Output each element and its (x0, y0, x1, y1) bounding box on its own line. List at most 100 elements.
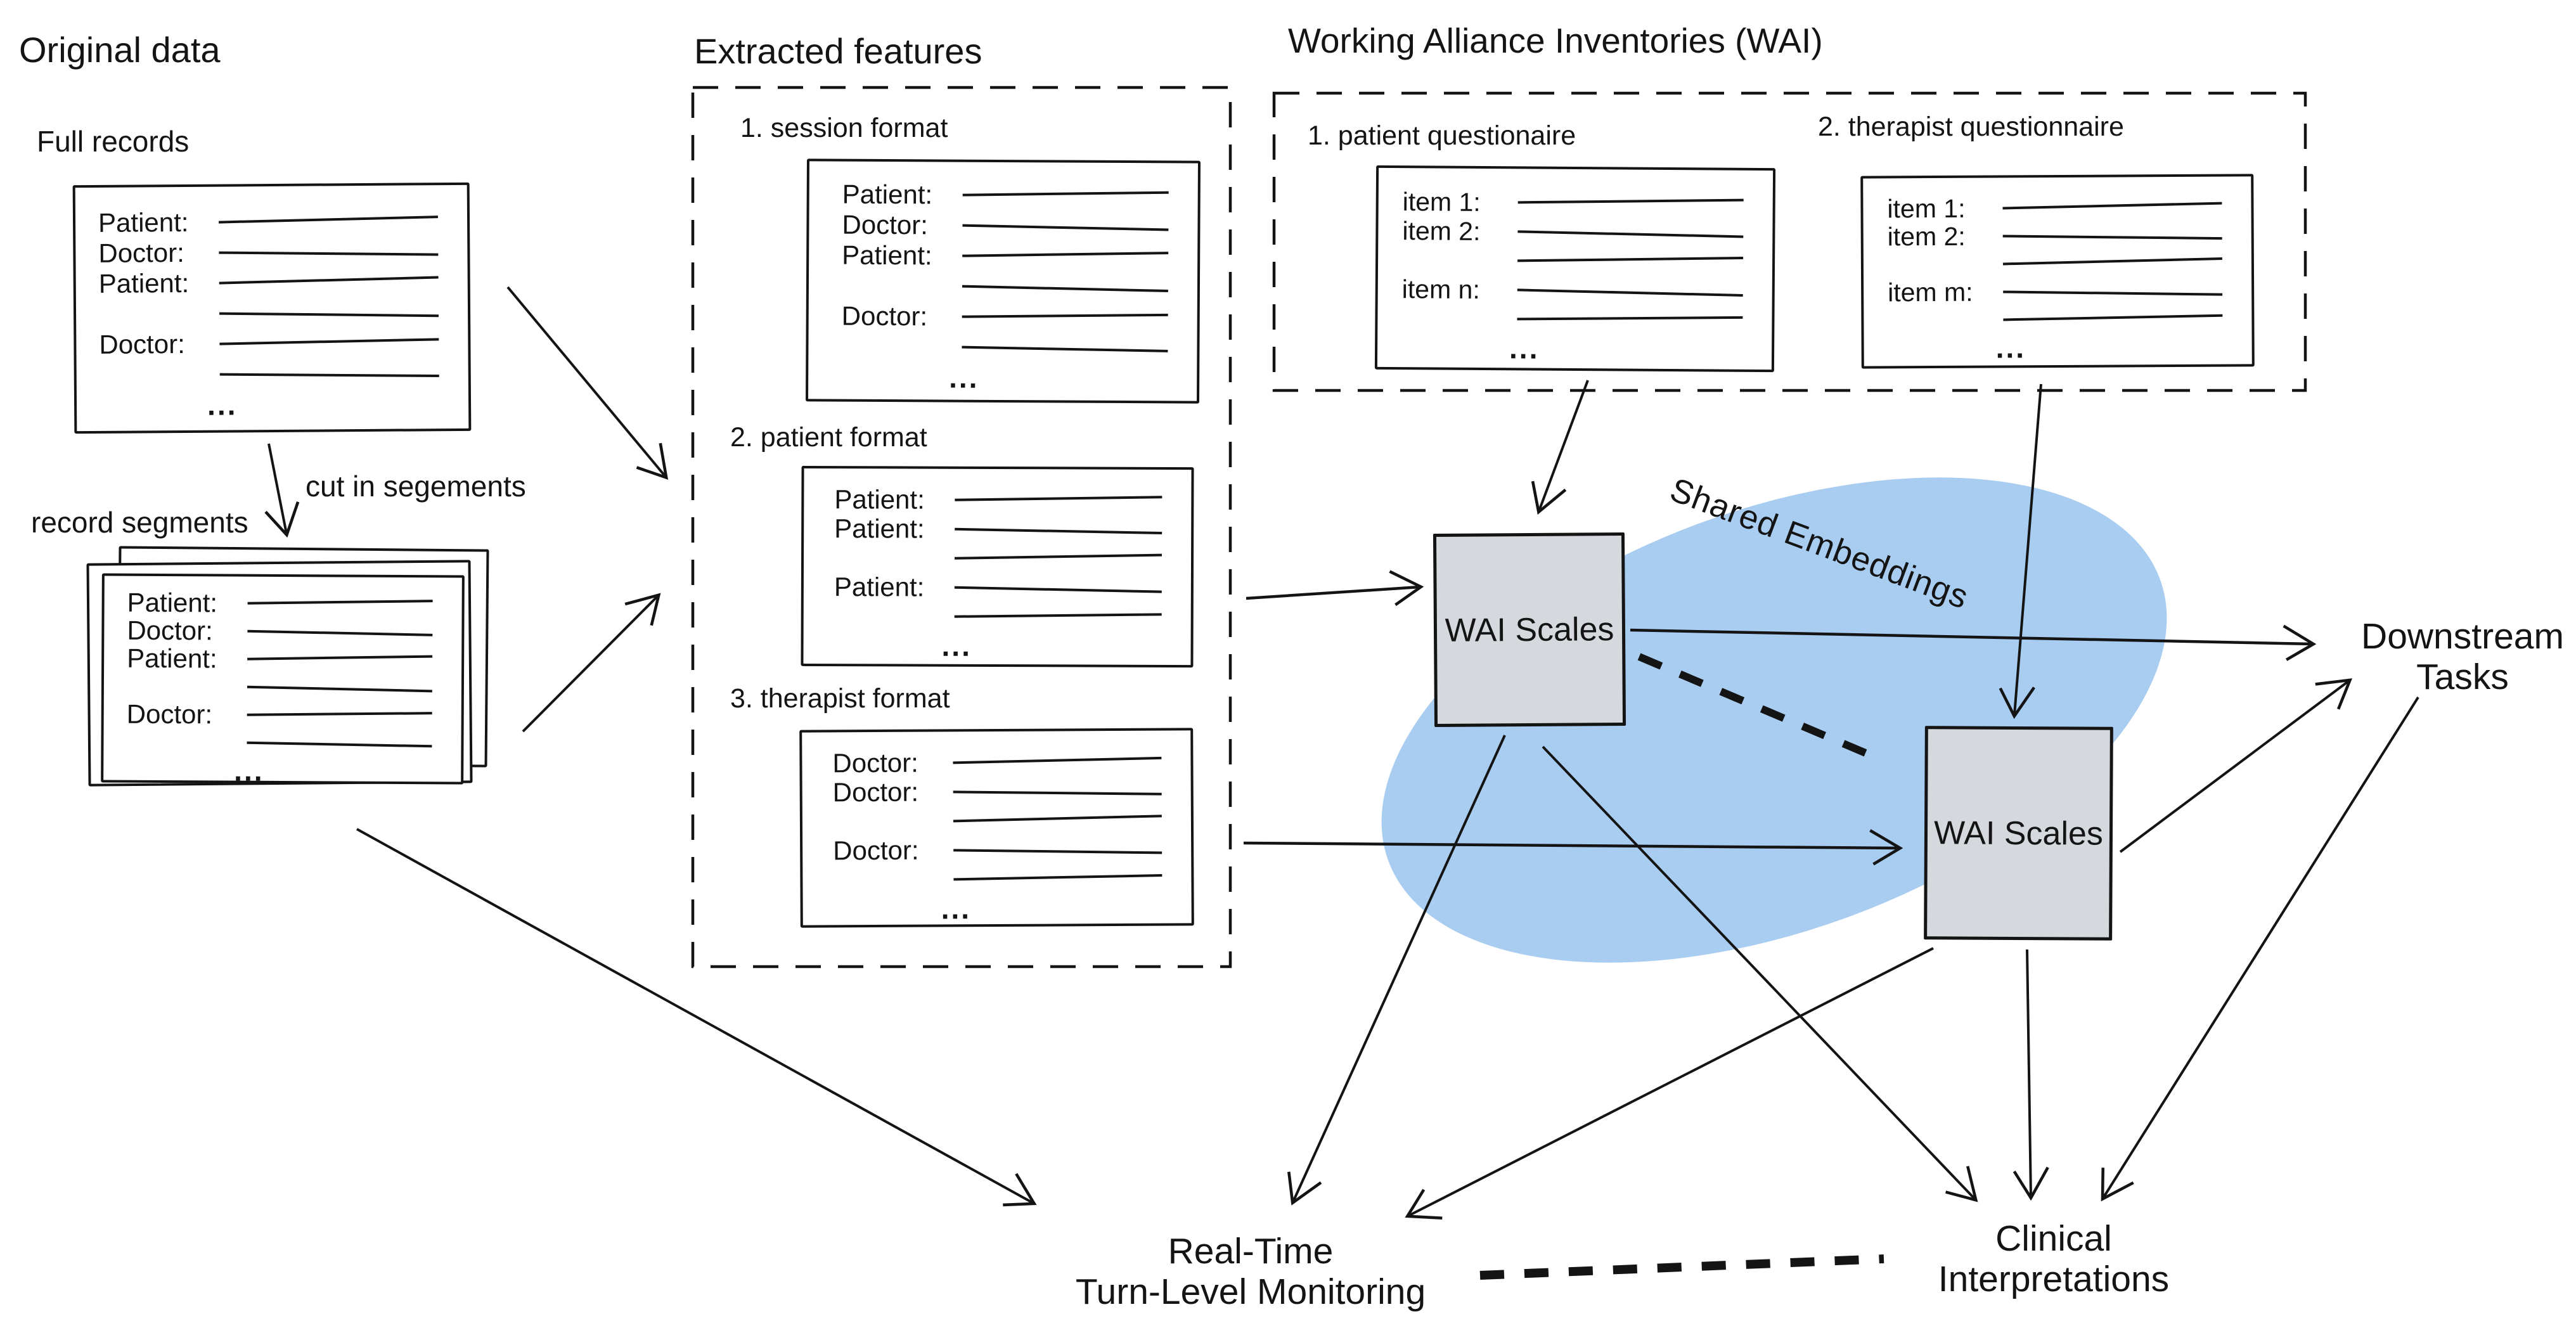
card-row-line (962, 252, 1169, 257)
arrow-patient-format-to-patient-scales (1246, 570, 1424, 607)
card-row-label: item m: (1888, 277, 1973, 307)
card-row: Patient: (842, 179, 1198, 212)
card-row-label: Patient: (842, 240, 932, 271)
therapist-format-card: Doctor:Doctor:Doctor:... (799, 728, 1194, 928)
card-row: Patient: (834, 572, 1191, 603)
arrow-full-records-to-features (506, 286, 669, 480)
card-row (1888, 248, 2251, 278)
realtime-monitoring-label: Real-Time Turn-Level Monitoring (1075, 1231, 1426, 1312)
card-row-line (1517, 316, 1743, 321)
card-row-label: ... (1509, 332, 1540, 365)
card-row-line (1517, 198, 1744, 204)
cut-in-segments-label: cut in segements (306, 470, 526, 503)
card-row-line (2002, 235, 2222, 240)
card-row: item 1: (1403, 187, 1773, 219)
card-row-line (955, 527, 1162, 535)
card-row-label (1888, 264, 1989, 265)
card-row-label: item 1: (1887, 193, 1966, 223)
card-row-label: ... (941, 892, 972, 925)
card-row-line (962, 224, 1169, 231)
card-row (842, 271, 1197, 303)
card-row-label: Patient: (127, 643, 217, 674)
card-row: ... (100, 388, 468, 421)
card-row: item 2: (1887, 221, 2251, 251)
card-row-label: item 1: (1402, 186, 1481, 217)
label-patient-questionnaire: 1. patient questionaire (1308, 120, 1576, 151)
full-records-label: Full records (37, 125, 190, 158)
card-row: Doctor: (127, 615, 461, 647)
card-row-label: Patient: (98, 267, 190, 299)
card-row-label: Patient: (127, 587, 218, 618)
card-row-line (962, 313, 1168, 318)
card-row: Patient: (842, 240, 1197, 273)
card-row: Doctor: (842, 301, 1197, 333)
card-row (834, 543, 1191, 574)
arrow-full-records-to-segments (264, 443, 300, 538)
card-row-line (953, 849, 1162, 854)
extracted-features-title: Extracted features (694, 31, 982, 71)
card-row-label (842, 286, 948, 287)
card-row (1888, 304, 2251, 334)
card-row-line (2003, 290, 2223, 296)
card-row-line (953, 756, 1162, 764)
card-row-line (219, 276, 439, 285)
session-format-card: Patient:Doctor:Patient:Doctor:... (806, 158, 1201, 404)
card-row-line (247, 685, 432, 693)
label-therapist-questionnaire: 2. therapist questionnaire (1818, 112, 2124, 142)
card-row (841, 332, 1197, 364)
card-row-label: Doctor: (841, 300, 928, 332)
card-row (1402, 245, 1772, 277)
card-row-label: Patient: (842, 179, 933, 210)
card-row: Doctor: (126, 699, 461, 730)
card-row (100, 357, 468, 390)
therapist-questionnaire-card: item 1:item 2:item m:... (1860, 174, 2255, 369)
card-row (99, 297, 468, 330)
card-row: Patient: (127, 587, 462, 619)
card-row: ... (841, 361, 1197, 394)
card-row-label (833, 879, 939, 880)
card-row: Patient: (834, 484, 1191, 515)
wai-dashed-box (1272, 91, 2307, 392)
card-row: Doctor: (98, 236, 467, 269)
card-row-label: ... (234, 754, 264, 787)
card-row-label: Patient: (98, 207, 189, 238)
card-row-line (953, 790, 1162, 795)
card-row: item 1: (1887, 193, 2251, 223)
arrow-patient-scales-to-monitoring (1287, 735, 1506, 1206)
arrow-patient-scales-to-downstream (1630, 624, 2317, 661)
clinical-interpretations-label: Clinical Interpretations (1938, 1218, 2170, 1299)
card-row-line (1517, 230, 1744, 238)
arrow-therapist-scales-to-monitoring (1405, 947, 1934, 1220)
card-row: Doctor: (99, 327, 468, 360)
card-row-label: Patient: (834, 484, 925, 515)
card-row (127, 673, 461, 702)
card-row (834, 602, 1191, 632)
card-row: Doctor: (833, 776, 1191, 807)
patient-questionnaire-card: item 1:item 2:item n:... (1374, 165, 1776, 373)
card-row-line (2002, 257, 2222, 266)
card-row: ... (1401, 332, 1772, 365)
card-row-label (1402, 260, 1504, 261)
card-row-label: item 2: (1887, 221, 1966, 251)
card-row-line (1517, 288, 1743, 297)
card-row: ... (834, 629, 1190, 662)
card-row-label (127, 686, 233, 687)
extracted-features-dashed-box (691, 86, 1232, 969)
card-row-line (955, 553, 1162, 560)
card-row-label: Doctor: (98, 237, 184, 268)
arrow-downstream-to-clinical (2101, 696, 2419, 1202)
card-row: Doctor: (832, 747, 1190, 778)
card-row-line (955, 496, 1162, 501)
card-row-label: ... (941, 629, 972, 662)
card-row-label (1401, 318, 1503, 319)
card-row: Doctor: (833, 834, 1191, 865)
arrow-segments-to-monitoring (356, 828, 1037, 1207)
card-row-line (219, 312, 439, 318)
card-row-label: Doctor: (842, 209, 928, 240)
section-label-patient-format: 2. patient format (730, 422, 927, 453)
card-row-label: Doctor: (126, 699, 213, 730)
card-row-line (953, 815, 1162, 823)
card-row-label: Doctor: (833, 835, 919, 866)
dashed-link-monitoring-clinical (1479, 1254, 1884, 1280)
card-row-line (962, 191, 1169, 196)
